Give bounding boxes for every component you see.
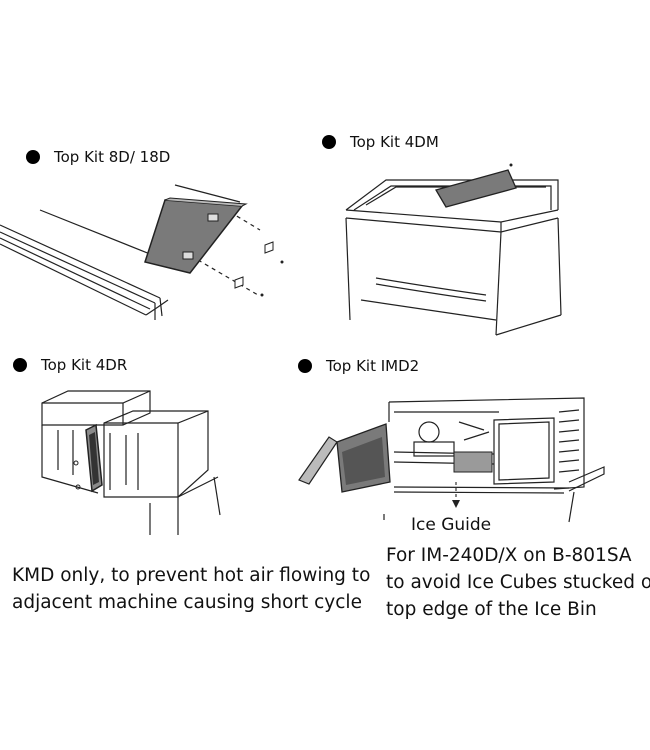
note-line: For IM-240D/X on B-801SA [386, 545, 632, 566]
illustration-top-kit-8d-18d [0, 184, 284, 320]
bullet-icon [322, 135, 336, 149]
ice-guide-label: Ice Guide [411, 515, 492, 535]
kit-label-text: Top Kit 8D/ 18D [54, 148, 171, 166]
bullet-icon [13, 358, 27, 372]
kit-plate [298, 436, 338, 485]
bullet-icon [26, 150, 40, 164]
kit-label-text: Top Kit 4DM [350, 133, 439, 151]
kit-label-imd2: Top Kit IMD2 [298, 357, 419, 375]
note-line: KMD only, to prevent hot air flowing to [12, 565, 371, 586]
ice-guide-part [453, 451, 493, 473]
illustration-top-kit-imd2 [298, 397, 605, 523]
note-line: adjacent machine causing short cycle [12, 592, 362, 613]
note-kmd: KMD only, to prevent hot air flowing to … [12, 562, 370, 616]
note-line: top edge of the Ice Bin [386, 599, 597, 620]
kit-label-text: Top Kit IMD2 [326, 357, 420, 375]
illustration-top-kit-4dm [345, 163, 562, 336]
kit-label-4dr: Top Kit 4DR [13, 356, 127, 374]
illustration-top-kit-4dr [41, 390, 221, 535]
kit-label-8d-18d: Top Kit 8D/ 18D [26, 148, 170, 166]
kit-label-text: Top Kit 4DR [41, 356, 128, 374]
bullet-icon [298, 359, 312, 373]
kit-plate [435, 169, 517, 208]
note-im240: For IM-240D/X on B-801SA to avoid Ice Cu… [386, 542, 650, 623]
note-line: to avoid Ice Cubes stucked on [386, 572, 650, 593]
kit-plate [144, 199, 244, 274]
kit-label-4dm: Top Kit 4DM [322, 133, 439, 151]
